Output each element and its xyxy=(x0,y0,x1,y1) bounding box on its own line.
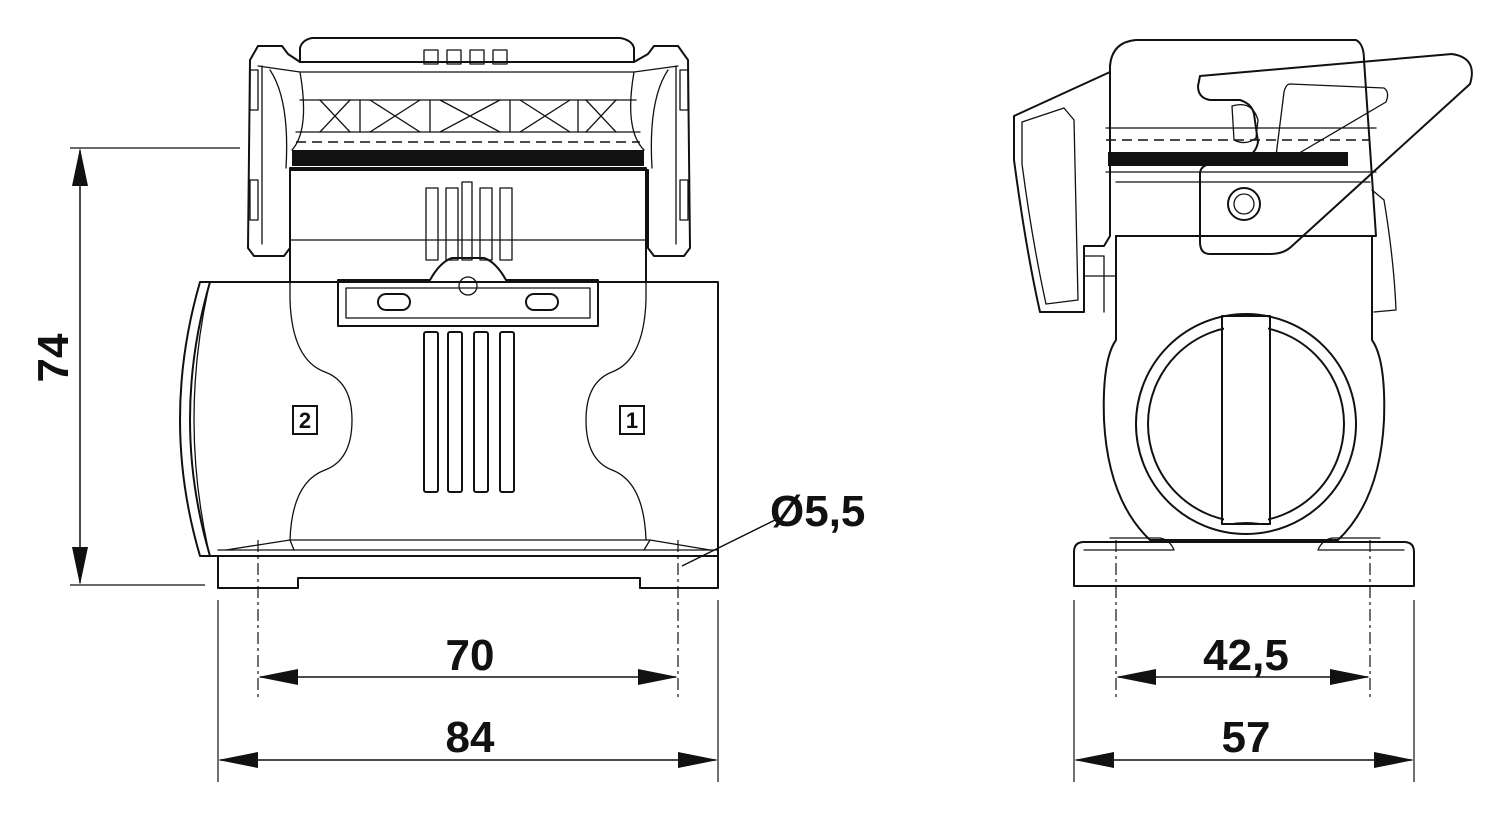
hole-spacing-dimension-value: 70 xyxy=(446,631,495,680)
side-entry-outer-ring xyxy=(1135,313,1357,535)
front-housing-lower xyxy=(179,281,719,557)
front-hood-left-contour xyxy=(289,281,353,541)
locking-lever-side-window xyxy=(1275,83,1389,164)
side-hole-spacing-dimension-value: 42,5 xyxy=(1203,631,1289,680)
front-center-plates xyxy=(425,181,513,261)
side-seal-band xyxy=(1108,152,1348,166)
height-dimension-value: 74 xyxy=(29,333,78,382)
side-cover-left xyxy=(1013,71,1111,313)
entry-label-2-box xyxy=(292,405,318,435)
hole-diameter-leader xyxy=(681,519,776,567)
side-dimensions: 42,5 57 xyxy=(1073,600,1415,782)
front-base-plate xyxy=(217,555,719,589)
front-top-ribs xyxy=(423,49,508,65)
side-body xyxy=(1102,235,1386,541)
hole-diameter-value: Ø5,5 xyxy=(770,487,865,536)
front-width-dimension-value: 84 xyxy=(446,713,495,762)
front-entry-cap-left xyxy=(189,281,211,557)
side-rear-flange xyxy=(1371,189,1397,313)
front-view: 2 1 xyxy=(179,37,719,700)
entry-label-1: 1 xyxy=(626,408,638,433)
lever-pivot-inner xyxy=(1233,193,1255,215)
side-view xyxy=(1013,39,1473,700)
lever-pivot-outer xyxy=(1227,187,1261,221)
front-slot-right xyxy=(525,293,559,311)
side-base-plate xyxy=(1073,541,1415,587)
front-grille xyxy=(423,331,515,493)
front-seal-band xyxy=(292,150,644,166)
side-upper-housing xyxy=(1109,39,1377,237)
side-width-dimension-value: 57 xyxy=(1222,713,1271,762)
front-hood-right-contour xyxy=(585,281,647,541)
front-slot-left xyxy=(377,293,411,311)
front-upper-body xyxy=(289,167,647,283)
front-dimensions: 74 70 84 Ø5,5 xyxy=(29,147,865,782)
entry-label-2: 2 xyxy=(299,408,311,433)
locking-lever-front xyxy=(247,45,691,257)
entry-label-1-box xyxy=(619,405,645,435)
locking-lever-side xyxy=(1197,53,1473,255)
front-lattice xyxy=(295,99,641,133)
front-lid-top xyxy=(299,37,635,63)
front-mounting-bridge xyxy=(337,257,599,327)
